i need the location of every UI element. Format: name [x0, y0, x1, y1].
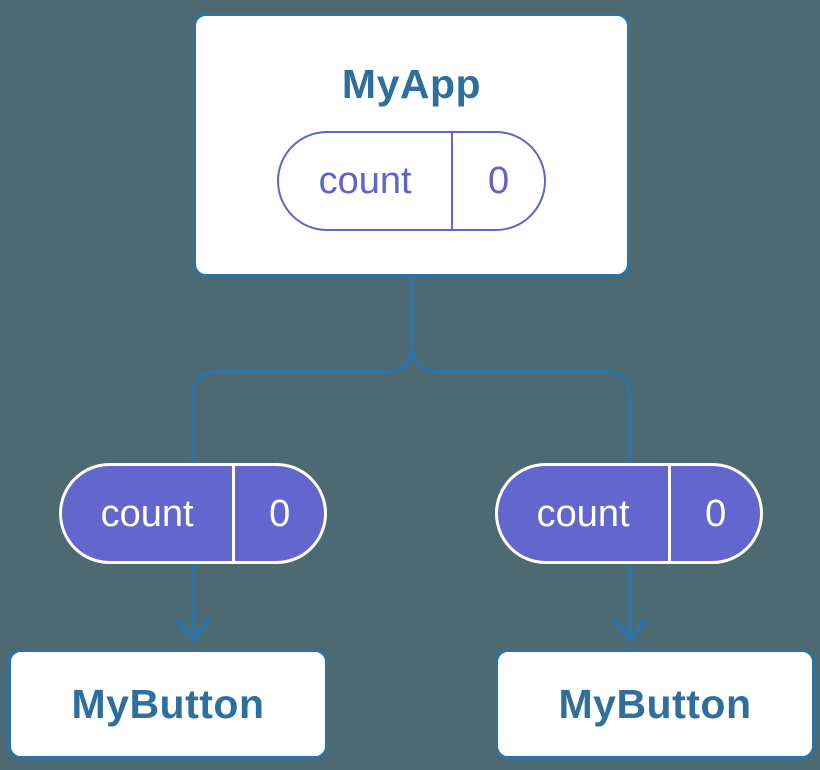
- component-node-myapp: MyApp count 0: [193, 13, 630, 277]
- prop-pill-left-label-cell: count: [62, 466, 232, 561]
- state-name: count: [318, 160, 412, 202]
- arrow-down-right-icon: [612, 618, 648, 642]
- state-value: 0: [488, 160, 510, 202]
- branch-line-right: [410, 277, 632, 634]
- prop-value-left: 0: [269, 492, 291, 535]
- prop-name-right: count: [536, 492, 630, 535]
- prop-name-left: count: [100, 492, 194, 535]
- state-pill-label-cell: count: [279, 133, 451, 229]
- prop-value-right: 0: [705, 492, 727, 535]
- prop-pill-right: count 0: [495, 463, 763, 564]
- component-node-mybutton-right: MyButton: [495, 649, 815, 759]
- state-pill-myapp: count 0: [277, 131, 546, 231]
- component-title-mybutton-right: MyButton: [558, 680, 752, 727]
- component-title-myapp: MyApp: [341, 61, 482, 107]
- prop-pill-right-label-cell: count: [498, 466, 668, 561]
- prop-pill-left-value-cell: 0: [232, 466, 324, 561]
- prop-pill-right-value-cell: 0: [668, 466, 760, 561]
- branch-line-left: [191, 277, 414, 634]
- state-pill-value-cell: 0: [451, 133, 544, 229]
- component-title-mybutton-left: MyButton: [71, 680, 265, 727]
- arrow-down-left-icon: [175, 618, 211, 642]
- component-node-mybutton-left: MyButton: [8, 649, 328, 759]
- prop-pill-left: count 0: [59, 463, 327, 564]
